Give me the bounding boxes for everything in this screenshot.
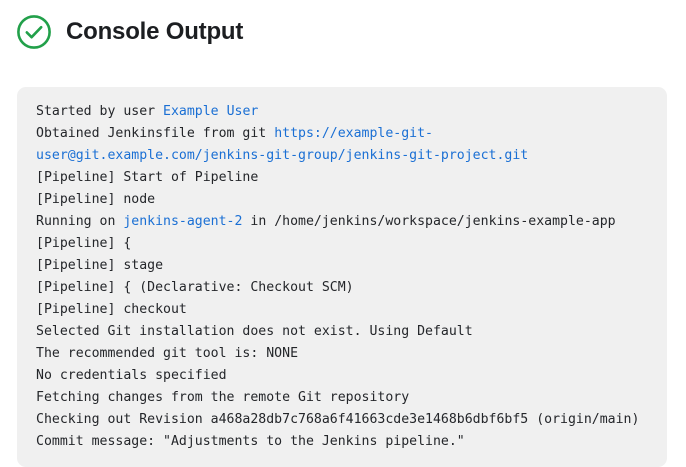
console-log-text: [Pipeline] stage (36, 258, 164, 273)
console-log-line: Checking out Revision a468a28db7c768a6f4… (36, 409, 649, 431)
console-log-line: No credentials specified (36, 365, 649, 387)
console-log-text: in /home/jenkins/workspace/jenkins-examp… (242, 214, 616, 229)
console-log-line: The recommended git tool is: NONE (36, 343, 649, 365)
console-log-line: Selected Git installation does not exist… (36, 321, 649, 343)
console-log-line: [Pipeline] checkout (36, 299, 649, 321)
console-log-text: The recommended git tool is: NONE (36, 346, 299, 361)
console-log-text: Commit message: "Adjustments to the Jenk… (36, 434, 465, 449)
console-log-line: [Pipeline] node (36, 189, 649, 211)
console-log-link[interactable]: jenkins-agent-2 (123, 214, 243, 229)
console-log-text: Checking out Revision a468a28db7c768a6f4… (36, 412, 640, 427)
console-log-text: [Pipeline] { (36, 236, 132, 251)
console-log-link[interactable]: https://example-git-user@git.example.com… (36, 126, 529, 163)
console-log-text: [Pipeline] { (Declarative: Checkout SCM) (36, 280, 354, 295)
console-log-line: Commit message: "Adjustments to the Jenk… (36, 431, 649, 453)
console-log-text: [Pipeline] checkout (36, 302, 187, 317)
console-log-line: [Pipeline] { (Declarative: Checkout SCM) (36, 277, 649, 299)
console-log-line: Fetching changes from the remote Git rep… (36, 387, 649, 409)
console-log-link[interactable]: Example User (163, 104, 259, 119)
console-log-text: Selected Git installation does not exist… (36, 324, 473, 339)
console-log-line: [Pipeline] stage (36, 255, 649, 277)
console-log-line: [Pipeline] { (36, 233, 649, 255)
console-log-text: Started by user (36, 104, 164, 119)
console-log-text: [Pipeline] Start of Pipeline (36, 170, 259, 185)
console-log-text: Running on (36, 214, 124, 229)
page-header: Console Output (16, 12, 243, 52)
console-output-page: Console Output Started by user Example U… (16, 12, 667, 467)
console-log-text: No credentials specified (36, 368, 227, 383)
console-log-text: Fetching changes from the remote Git rep… (36, 390, 410, 405)
console-log-line: [Pipeline] Start of Pipeline (36, 167, 649, 189)
page-title: Console Output (66, 18, 244, 45)
console-log-line: Obtained Jenkinsfile from git https://ex… (36, 123, 649, 167)
console-log-line: Started by user Example User (36, 101, 649, 123)
console-log-text: Obtained Jenkinsfile from git (36, 126, 275, 141)
check-circle-icon (16, 14, 52, 50)
console-log-line: Running on jenkins-agent-2 in /home/jenk… (36, 211, 649, 233)
console-log-text: [Pipeline] node (36, 192, 156, 207)
